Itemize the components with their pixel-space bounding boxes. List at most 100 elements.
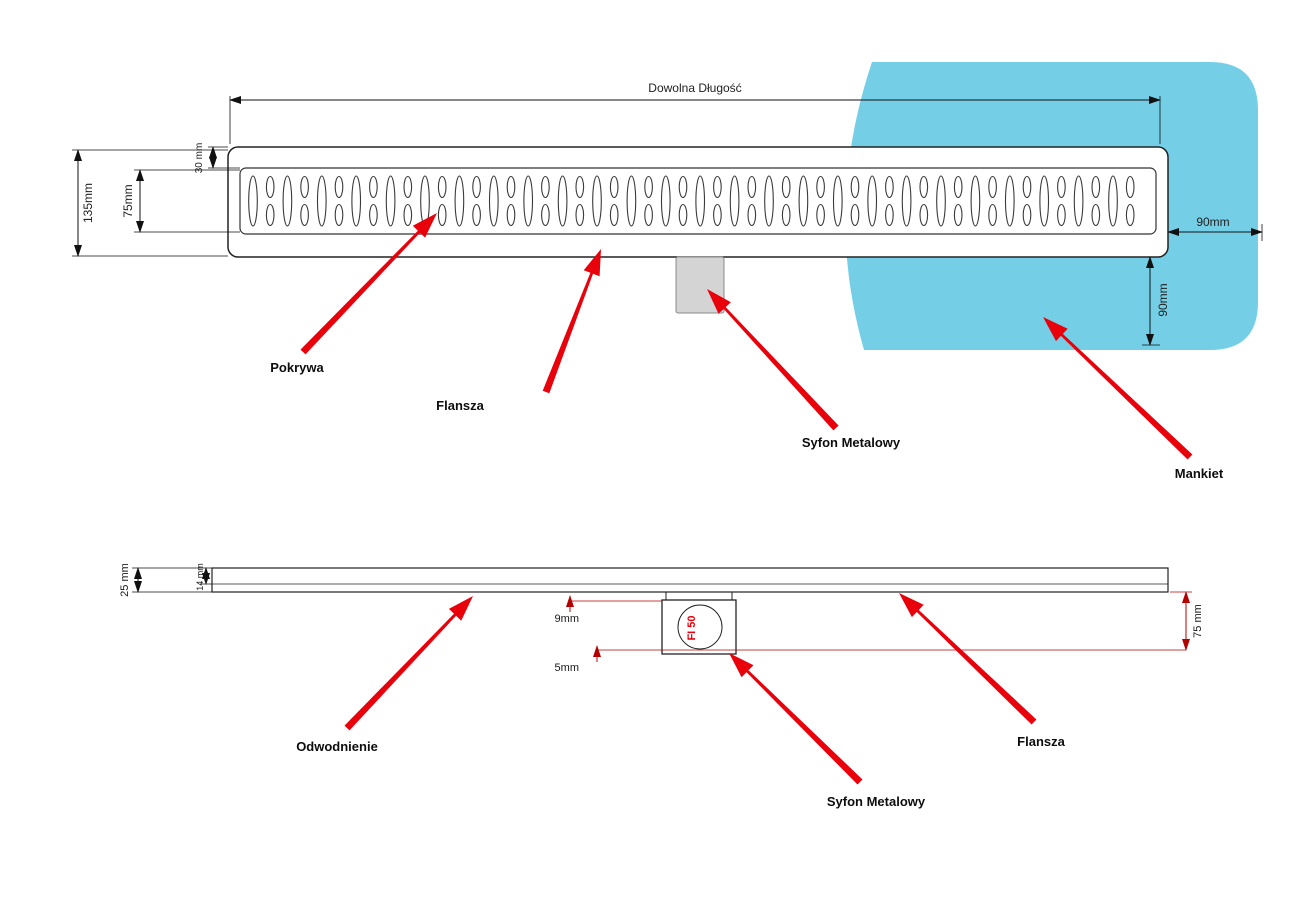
grate-slot	[1108, 175, 1118, 227]
grate-slot	[936, 175, 946, 227]
grate-slot	[713, 203, 722, 227]
grate-slot	[523, 175, 534, 227]
grate-slot	[437, 203, 447, 227]
grate-slot	[541, 203, 550, 227]
grate-slot	[850, 203, 860, 227]
grate-slot	[385, 175, 396, 227]
grate-slot	[1073, 175, 1084, 227]
grate-frame	[239, 167, 1157, 235]
grate-slot	[1125, 203, 1135, 227]
grate-slot	[953, 175, 963, 199]
drain-body-top	[227, 146, 1169, 258]
dim-pipe-diameter-label: FI 50	[686, 615, 698, 641]
grate-slot	[678, 203, 688, 227]
dim-offset-h-label: 90mm	[1196, 215, 1230, 229]
label-pokrywa: Pokrywa	[270, 360, 324, 375]
grate-slot	[334, 175, 344, 199]
arrow-mankiet	[1043, 317, 1193, 460]
label-mankiet: Mankiet	[1174, 466, 1224, 481]
grate-slot	[713, 175, 722, 199]
grate-slot	[660, 175, 671, 227]
channel-bar-side	[211, 567, 1169, 593]
grate-slot	[885, 175, 894, 199]
callout-arrows	[300, 213, 1193, 785]
grate-slot	[369, 175, 378, 199]
grate-slot	[609, 203, 619, 227]
grate-slot	[798, 175, 809, 227]
grate-slot	[729, 175, 740, 227]
dim-lines-red	[566, 591, 1192, 662]
label-flansza-bottom: Flansza	[1017, 734, 1065, 749]
grate-slot	[557, 175, 568, 227]
dim-grate-height-label: 75mm	[121, 184, 135, 218]
grate-slot	[832, 175, 843, 227]
grate-slot	[437, 175, 447, 199]
dim-height-total-label: 135mm	[81, 183, 95, 224]
dim-depth-label: 75 mm	[1192, 604, 1204, 638]
arrow-odwodnienie	[344, 596, 473, 731]
dim-gap-label: 5mm	[554, 662, 579, 674]
arrow-flansza-bottom	[899, 593, 1037, 725]
grate-slot	[316, 175, 327, 227]
dim-length-label: Dowolna Długość	[648, 81, 742, 95]
dim-lines-side	[132, 567, 212, 593]
grate-slot	[747, 175, 757, 199]
grate-slot	[695, 175, 706, 227]
grate-slot	[626, 175, 637, 227]
grate-slot	[351, 175, 362, 227]
grate-slot	[334, 203, 344, 227]
grate-slot	[850, 175, 860, 199]
grate-slot	[592, 175, 602, 227]
grate-slot	[1022, 175, 1032, 199]
grate-slot	[248, 175, 258, 227]
grate-slot	[919, 203, 929, 227]
grate-slot	[1022, 203, 1032, 227]
dim-offset-v-label: 90mm	[1156, 283, 1170, 317]
grate-slot	[901, 175, 912, 227]
grate-slot	[506, 175, 516, 199]
grate-slot	[1057, 175, 1066, 199]
arrow-syfon-top	[707, 289, 839, 431]
grate-slot	[988, 203, 997, 227]
grate-slot	[300, 203, 309, 227]
grate-slot	[454, 175, 465, 227]
dim-flange-top-label: 30 mm	[194, 142, 205, 174]
grate-slot	[403, 175, 413, 199]
label-odwodnienie: Odwodnienie	[296, 739, 378, 754]
grate-slot	[609, 175, 619, 199]
grate-pattern	[248, 175, 1135, 227]
grate-slot	[575, 175, 585, 199]
grate-slot	[541, 175, 550, 199]
grate-slot	[488, 175, 499, 227]
grate-slot	[764, 175, 774, 227]
arrow-syfon-bottom	[729, 653, 863, 785]
dim-bar-inner-label: 14 mm	[195, 563, 205, 591]
grate-slot	[575, 203, 585, 227]
grate-slot	[644, 175, 653, 199]
grate-slot	[1004, 175, 1015, 227]
grate-slot	[506, 203, 516, 227]
siphon-side	[661, 592, 737, 655]
grate-slot	[472, 203, 481, 227]
grate-slot	[678, 175, 688, 199]
grate-slot	[1125, 175, 1135, 199]
grate-slot	[781, 175, 791, 199]
label-flansza-top: Flansza	[436, 398, 484, 413]
grate-slot	[403, 203, 413, 227]
dim-step-label: 9mm	[554, 613, 579, 625]
grate-slot	[970, 175, 981, 227]
grate-slot	[816, 203, 825, 227]
grate-slot	[282, 175, 293, 227]
grate-slot	[953, 203, 963, 227]
grate-slot	[1039, 175, 1050, 227]
grate-slot	[867, 175, 878, 227]
label-syfon-top: Syfon Metalowy	[801, 435, 901, 450]
grate-slot	[300, 175, 309, 199]
dim-bar-height-label: 25 mm	[119, 563, 131, 597]
grate-slot	[1091, 203, 1101, 227]
grate-slot	[644, 203, 653, 227]
grate-slot	[885, 203, 894, 227]
grate-slot	[472, 175, 481, 199]
grate-slot	[919, 175, 929, 199]
